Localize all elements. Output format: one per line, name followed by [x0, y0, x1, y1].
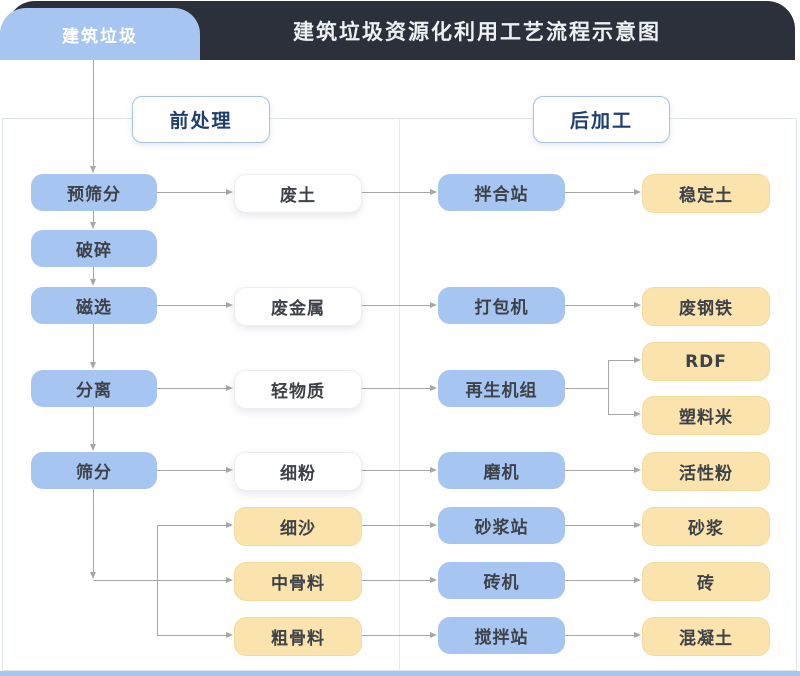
node-fine-powder: 细粉 [234, 452, 362, 491]
connector-magnetic-wastemetal [157, 302, 233, 308]
connector-baler-scrapsteel [565, 302, 641, 308]
node-scrap-steel: 废钢铁 [642, 287, 770, 326]
page-title: 建筑垃圾资源化利用工艺流程示意图 [293, 19, 661, 44]
node-fine-sand: 细沙 [234, 507, 362, 546]
connector-recycling-stub [565, 388, 608, 389]
connector-brickmachine-brick [565, 577, 641, 583]
connector-separate-screen [90, 407, 96, 451]
node-active-powder: 活性粉 [642, 452, 770, 491]
node-waste-soil: 废土 [234, 174, 362, 213]
node-mortar: 砂浆 [642, 507, 770, 546]
node-recycling-unit: 再生机组 [438, 370, 565, 407]
connector-presort-wastesoil [157, 189, 233, 195]
connector-crush-magnetic [90, 267, 96, 286]
source-tab: 建筑垃圾 [0, 8, 200, 60]
connector-presort-crush [90, 211, 96, 229]
node-separate: 分离 [31, 370, 157, 407]
connector-separate-lightmaterial [157, 385, 233, 391]
node-screen: 筛分 [31, 452, 157, 489]
connector-branch-coarseaggregate [157, 632, 233, 638]
connector-branch-rdf [608, 357, 641, 363]
node-concrete-station: 搅拌站 [438, 617, 565, 654]
connector-screen-junction [90, 489, 96, 579]
connector-mortarstation-mortar [565, 522, 641, 528]
bottom-accent-bar [0, 671, 800, 676]
section-pill-preprocess: 前处理 [132, 96, 270, 143]
connector-tab-presort [90, 60, 96, 173]
connector-coarseaggregate-concretestation [360, 632, 437, 638]
connector-branch-finesand [157, 522, 233, 528]
node-baler: 打包机 [438, 287, 565, 324]
node-mill: 磨机 [438, 452, 565, 489]
section-divider-line [399, 118, 400, 670]
connector-screen-finepowder [157, 467, 233, 473]
connector-mill-activepowder [565, 467, 641, 473]
node-brick-machine: 砖机 [438, 562, 565, 599]
connector-mediumaggregate-brickmachine [360, 577, 437, 583]
connector-lightmaterial-recycling [360, 385, 437, 391]
node-light-material: 轻物质 [234, 370, 362, 409]
connector-mixing-stabilizedsoil [565, 189, 641, 195]
node-medium-aggregate: 中骨料 [234, 562, 362, 601]
connector-junction-mediumaggregate [93, 577, 233, 583]
connector-wastesoil-mixing [360, 189, 437, 195]
node-mortar-station: 砂浆站 [438, 507, 565, 544]
node-crush: 破碎 [31, 230, 157, 267]
connector-finepowder-mill [360, 467, 437, 473]
node-magnetic: 磁选 [31, 287, 157, 324]
connector-concretestation-concrete [565, 632, 641, 638]
connector-finesand-mortarstation [360, 522, 437, 528]
connector-recycling-branch-stem [608, 360, 609, 415]
node-rdf: RDF [642, 342, 770, 381]
connector-branch-plasticpellets [608, 411, 641, 417]
connector-wastemetal-baler [360, 302, 437, 308]
section-pill-postprocess: 后加工 [533, 96, 670, 143]
connector-magnetic-separate [90, 324, 96, 369]
node-brick: 砖 [642, 562, 770, 601]
node-concrete: 混凝土 [642, 617, 770, 656]
node-presort: 预筛分 [31, 174, 157, 211]
node-waste-metal: 废金属 [234, 287, 362, 326]
node-coarse-aggregate: 粗骨料 [234, 617, 362, 656]
node-mixing-station: 拌合站 [438, 174, 565, 211]
node-plastic-pellets: 塑料米 [642, 396, 770, 435]
node-stabilized-soil: 稳定土 [642, 174, 770, 213]
